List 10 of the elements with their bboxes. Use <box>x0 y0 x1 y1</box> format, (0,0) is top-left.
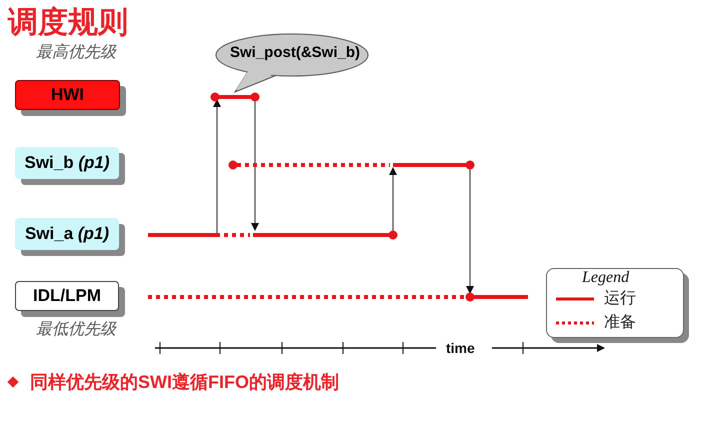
priority-label: 最高优先级 <box>36 42 116 63</box>
legend-title: Legend <box>582 269 630 287</box>
priority-label: 最低优先级 <box>36 320 116 340</box>
task-label: Swi_a (p1) <box>15 218 119 250</box>
legend-label: 准备 <box>604 313 636 333</box>
slide-title: 调度规则 <box>8 5 128 41</box>
task-label: Swi_b (p1) <box>15 147 119 179</box>
axis-label: time <box>446 340 475 356</box>
note-text: 同样优先级的SWI遵循FIFO的调度机制 <box>30 371 339 394</box>
legend-label: 运行 <box>604 289 636 309</box>
